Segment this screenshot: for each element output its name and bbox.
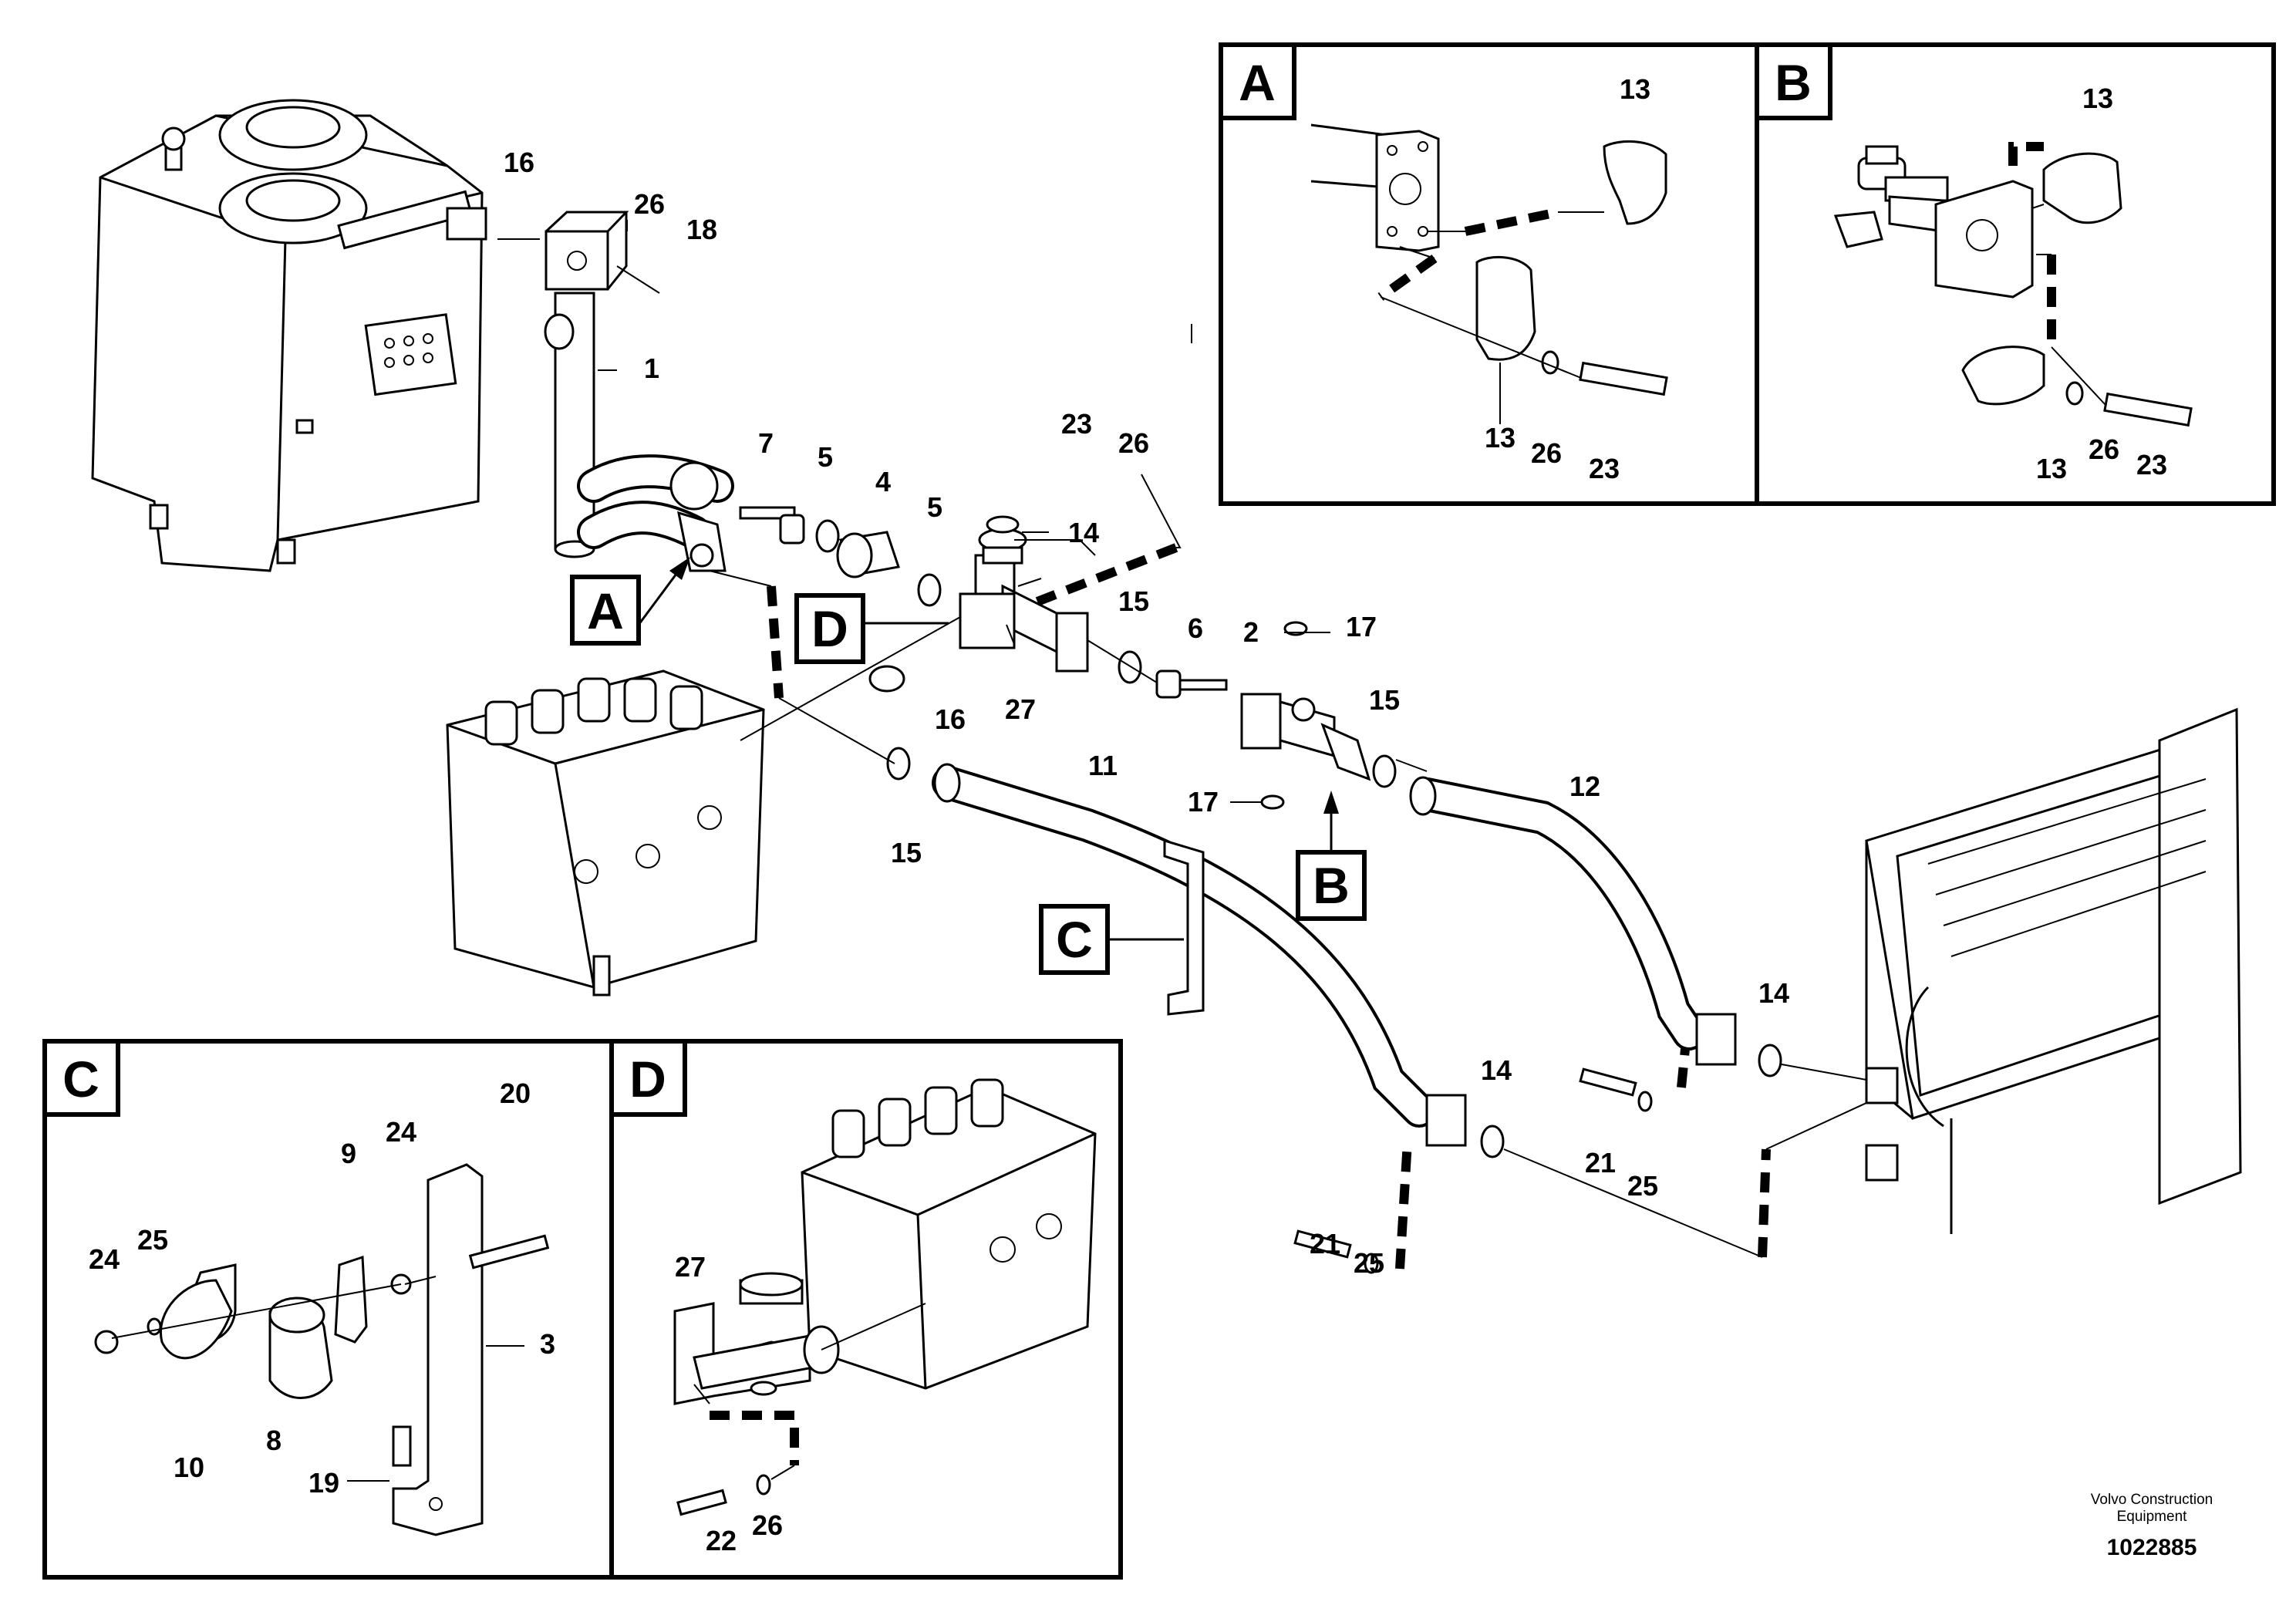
part-num-26-top: 26: [634, 188, 665, 220]
detail-d-panel: D 27 22 26: [609, 1039, 1123, 1580]
detail-d-num-26: 26: [752, 1509, 783, 1541]
detail-b-num-13-top: 13: [2082, 83, 2113, 114]
control-valve: [446, 669, 765, 996]
detail-c-num-19: 19: [308, 1467, 339, 1499]
footer: Volvo Construction Equipment 1022885: [2091, 1492, 2213, 1560]
part-num-12: 12: [1569, 771, 1600, 802]
inline-fittings: [739, 506, 942, 607]
detail-c-panel: C 20 9 24 24 25 3 8 10 19: [42, 1039, 614, 1580]
part-num-15-mid: 15: [1118, 585, 1149, 617]
relief-fittings: [886, 621, 1397, 810]
part-num-5-left: 5: [818, 441, 833, 473]
tee-fitting: [868, 515, 1089, 693]
detail-c-num-3: 3: [540, 1328, 555, 1360]
detail-b-num-13-bottom: 13: [2036, 453, 2067, 484]
detail-b-num-23: 23: [2136, 449, 2167, 481]
part-num-14-top: 14: [1068, 517, 1099, 548]
part-num-15-right: 15: [1369, 684, 1400, 716]
callout-b-label: B: [1313, 857, 1350, 914]
document-number: 1022885: [2107, 1535, 2197, 1560]
connection-lines: [497, 238, 1867, 1270]
callout-d-label: D: [811, 600, 848, 657]
callout-c-label: C: [1056, 911, 1093, 968]
company-name-line2: Equipment: [2117, 1509, 2188, 1525]
detail-c-num-9: 9: [341, 1138, 356, 1169]
part-num-25-left: 25: [1354, 1247, 1384, 1279]
part-num-21-right: 21: [1585, 1147, 1616, 1179]
detail-a-num-23: 23: [1589, 453, 1620, 484]
detail-c-title: C: [62, 1050, 99, 1108]
callout-c: C: [1039, 904, 1184, 975]
callout-a: A: [570, 557, 690, 646]
oil-cooler: [1865, 707, 2242, 1234]
hydraulic-tank: [91, 99, 487, 572]
detail-a-panel: A 13 13 26 23: [1219, 42, 1759, 506]
part-num-14-mid: 14: [1481, 1054, 1512, 1086]
part-num-27-main: 27: [1005, 693, 1036, 725]
part-num-18: 18: [686, 214, 717, 245]
detail-c-num-25: 25: [137, 1224, 168, 1256]
part-num-2: 2: [1243, 616, 1259, 648]
callout-d: D: [794, 593, 949, 664]
detail-b-num-26: 26: [2089, 433, 2119, 465]
hose-11: [932, 763, 1505, 1158]
detail-c-num-8: 8: [266, 1425, 282, 1456]
detail-b-title: B: [1775, 54, 1812, 111]
part-num-14-right: 14: [1758, 977, 1789, 1009]
part-num-7: 7: [758, 427, 774, 459]
detail-c-num-24-right: 24: [386, 1116, 416, 1148]
detail-a-num-26: 26: [1531, 437, 1562, 469]
part-num-11: 11: [1088, 750, 1118, 781]
part-num-23-top: 23: [1061, 408, 1092, 440]
part-num-21-left: 21: [1310, 1228, 1340, 1259]
detail-d-num-27: 27: [675, 1251, 706, 1283]
bolts-21-25: [1293, 1067, 1653, 1274]
detail-c-num-20: 20: [500, 1077, 531, 1109]
tank-hoses: [577, 454, 734, 572]
part-num-1: 1: [644, 352, 659, 384]
part-num-4: 4: [875, 466, 891, 497]
company-name-line1: Volvo Construction: [2091, 1492, 2213, 1508]
part-num-6: 6: [1188, 612, 1203, 644]
part-num-15-bottom: 15: [891, 837, 922, 868]
callout-a-label: A: [587, 582, 624, 639]
part-num-16-top: 16: [504, 147, 534, 178]
part-number-labels: 16 26 18 1 7 5 4 5 23 26 14 15 6 2 17 15…: [504, 147, 1789, 1279]
detail-b-panel: B 13 13 26 23: [1755, 42, 2276, 506]
part-num-17-bottom: 17: [1188, 786, 1219, 818]
detail-a-num-13-top: 13: [1620, 73, 1650, 105]
part-num-16-mid: 16: [935, 703, 966, 735]
part-num-25-right: 25: [1627, 1170, 1658, 1202]
detail-d-title: D: [629, 1050, 666, 1108]
callout-b: B: [1296, 791, 1367, 921]
detail-a-title: A: [1239, 54, 1276, 111]
hose-12: [1409, 776, 1782, 1077]
detail-d-num-22: 22: [706, 1525, 737, 1556]
part-num-26-mid: 26: [1118, 427, 1149, 459]
detail-c-num-10: 10: [174, 1452, 204, 1483]
detail-a-num-13-bottom: 13: [1485, 422, 1515, 454]
leader-lines: [598, 220, 1330, 803]
part-num-5-right: 5: [927, 491, 942, 523]
part-num-17-top: 17: [1346, 611, 1377, 642]
detail-c-num-24-left: 24: [89, 1243, 120, 1275]
